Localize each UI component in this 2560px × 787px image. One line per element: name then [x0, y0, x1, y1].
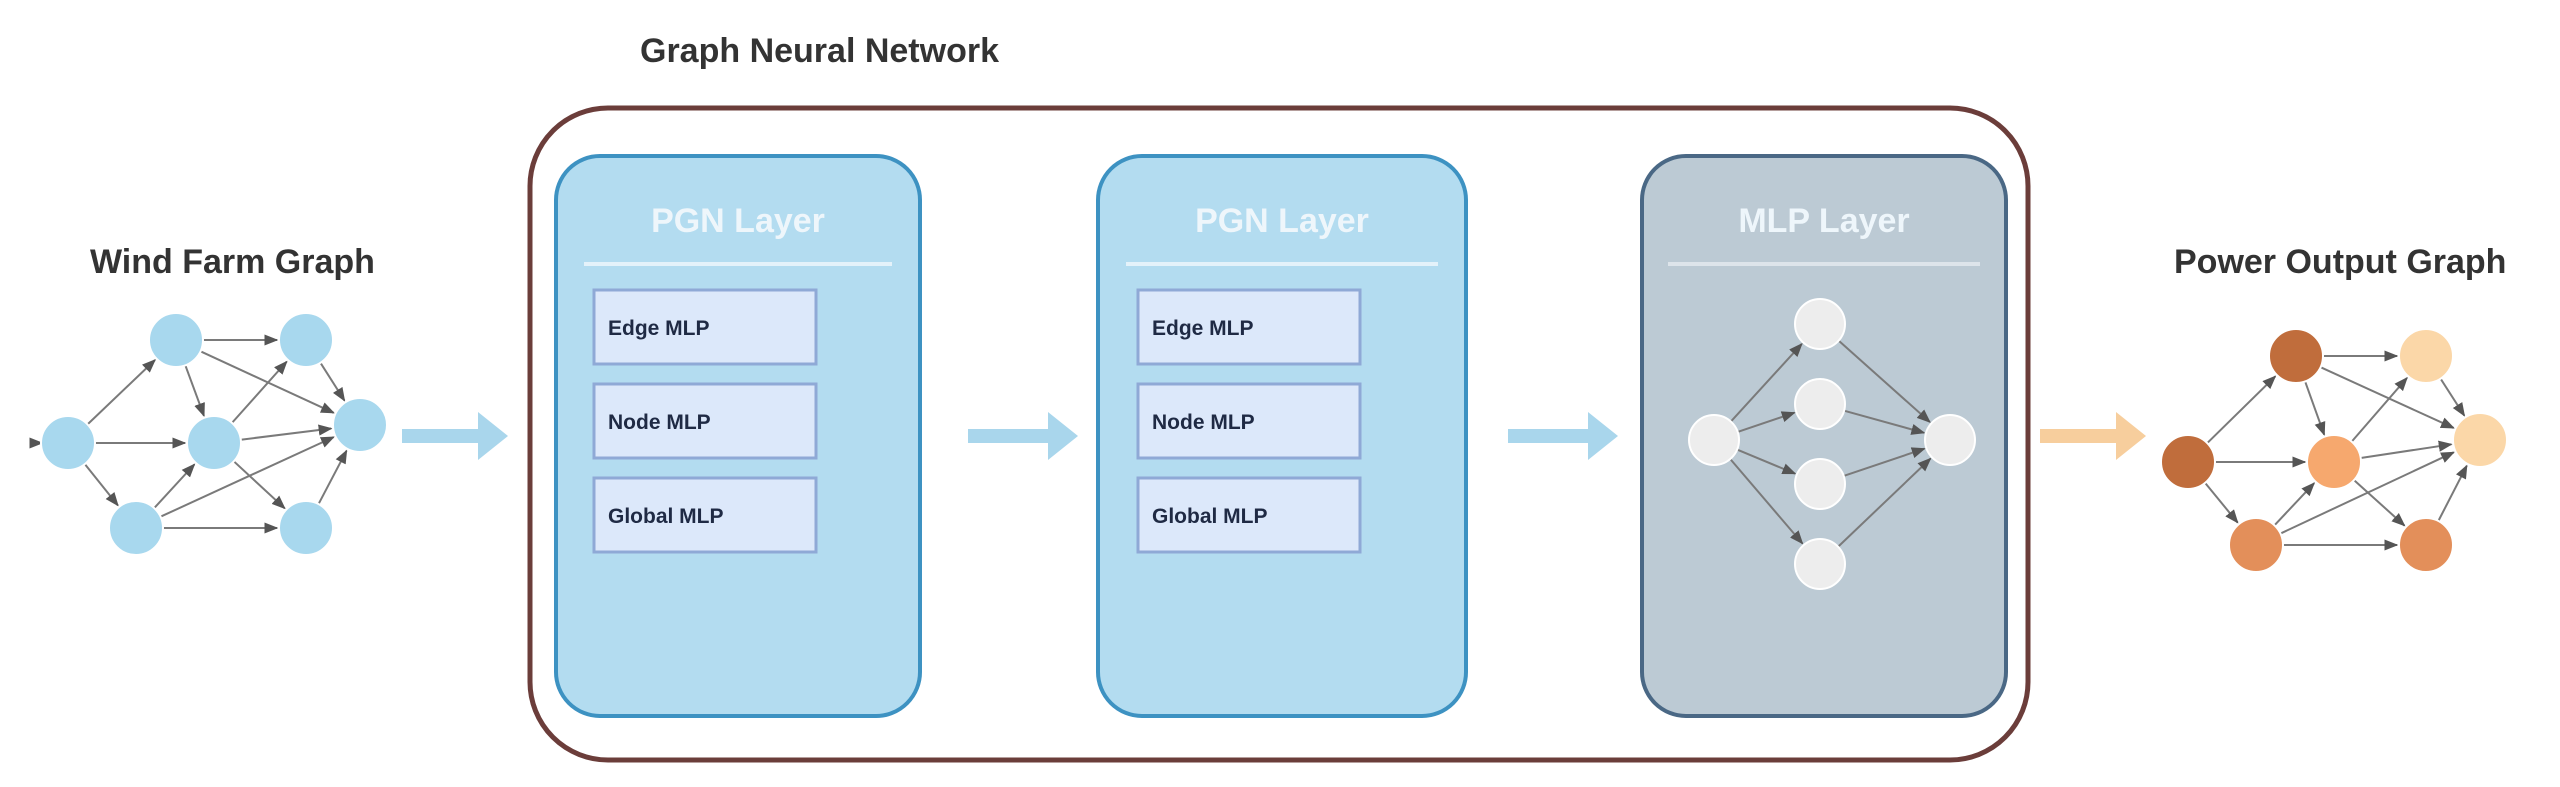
mlp-edge: [1843, 409, 1926, 435]
edge-mlp-box-1: Edge MLP: [592, 288, 818, 366]
input-graph-edge: [153, 463, 196, 509]
output-graph-node: [2228, 517, 2284, 573]
mlp-node: [1794, 378, 1846, 430]
mlp-node: [1794, 298, 1846, 350]
mlp-network: [1688, 298, 1976, 590]
mlp-edge: [1729, 458, 1804, 545]
output-graph-edge: [2206, 375, 2277, 444]
output-graph-edge: [2360, 440, 2453, 459]
input-graph-node: [332, 397, 388, 453]
input-graph-edge: [319, 362, 346, 402]
flow-arrow-gnn-to-output: [2040, 412, 2146, 460]
edge-mlp-label-2: Edge MLP: [1152, 317, 1254, 340]
mlp-edge: [1837, 457, 1932, 548]
mlp-edge: [1737, 411, 1796, 433]
mlp-layer: MLP Layer: [1640, 154, 2008, 718]
mlp-node: [1794, 458, 1846, 510]
node-mlp-label-1: Node MLP: [608, 411, 711, 434]
input-graph-node: [108, 500, 164, 556]
mlp-layer-box: [1640, 154, 2008, 718]
output-graph-edge: [2439, 378, 2466, 417]
node-mlp-box-1: Node MLP: [592, 382, 818, 460]
input-graph-node: [148, 312, 204, 368]
output-graph-edge: [2204, 482, 2239, 524]
flow-arrow-input-to-gnn: [402, 412, 508, 460]
global-mlp-label-2: Global MLP: [1152, 505, 1268, 528]
flow-arrow-pgn1-to-pgn2: [968, 412, 1078, 460]
input-graph-node: [278, 312, 334, 368]
global-mlp-box-1-rect: [592, 476, 818, 554]
output-graph-node: [2452, 412, 2508, 468]
pgn-layer-2-title: PGN Layer: [1195, 202, 1369, 240]
gnn-title: Graph Neural Network: [640, 32, 999, 70]
mlp-node: [1794, 538, 1846, 590]
output-graph-edge: [2320, 366, 2455, 429]
edge-mlp-label-1: Edge MLP: [608, 317, 710, 340]
output-graph-title: Power Output Graph: [2174, 243, 2506, 281]
node-mlp-box-1-rect: [592, 382, 818, 460]
global-mlp-box-1: Global MLP: [592, 476, 818, 554]
output-graph-node: [2306, 434, 2362, 490]
mlp-edge: [1736, 448, 1797, 475]
mlp-node: [1924, 414, 1976, 466]
input-graph-edge: [84, 463, 119, 507]
input-graph-node: [40, 415, 96, 471]
output-graph-node: [2160, 434, 2216, 490]
output-graph: [2160, 328, 2508, 573]
node-mlp-box-2: Node MLP: [1136, 382, 1362, 460]
input-graph-edge: [233, 460, 286, 510]
flow-arrows: [402, 412, 2146, 460]
output-graph-edge: [2304, 381, 2326, 437]
input-graph-title: Wind Farm Graph: [90, 243, 375, 281]
mlp-edge: [1730, 342, 1803, 423]
input-graph-edge: [317, 449, 348, 505]
output-graph-edge: [2273, 482, 2316, 527]
output-graph-node: [2398, 328, 2454, 384]
mlp-node: [1688, 414, 1740, 466]
global-mlp-box-2: Global MLP: [1136, 476, 1362, 554]
output-graph-edge: [2353, 479, 2406, 527]
flow-arrow-pgn2-to-mlp: [1508, 412, 1618, 460]
node-mlp-box-2-rect: [1136, 382, 1362, 460]
input-graph-edge: [86, 359, 157, 426]
mlp-layer-title: MLP Layer: [1738, 202, 1909, 240]
input-graph-edge: [160, 436, 335, 518]
output-graph-edge: [2350, 376, 2408, 443]
input-graph-edge: [240, 424, 333, 441]
pgn-layer-2: PGN Layer Edge MLP Node MLP Global MLP: [1096, 154, 1468, 718]
output-graph-node: [2268, 328, 2324, 384]
output-graph-node: [2398, 517, 2454, 573]
pgn-layer-1-title: PGN Layer: [651, 202, 825, 240]
output-graph-edge: [2437, 464, 2468, 522]
input-graph-edge: [184, 364, 205, 418]
node-mlp-label-2: Node MLP: [1152, 411, 1255, 434]
input-graph: [29, 312, 388, 556]
edge-mlp-box-2-rect: [1136, 288, 1362, 366]
input-graph-node: [186, 415, 242, 471]
global-mlp-box-2-rect: [1136, 476, 1362, 554]
mlp-edge: [1843, 447, 1926, 477]
input-graph-node: [278, 500, 334, 556]
mlp-edge: [1837, 339, 1931, 423]
edge-mlp-box-1-rect: [592, 288, 818, 366]
input-graph-edge: [231, 360, 288, 424]
edge-mlp-box-2: Edge MLP: [1136, 288, 1362, 366]
global-mlp-label-1: Global MLP: [608, 505, 724, 528]
pgn-layer-1: PGN Layer Edge MLP Node MLP Global MLP: [554, 154, 922, 718]
